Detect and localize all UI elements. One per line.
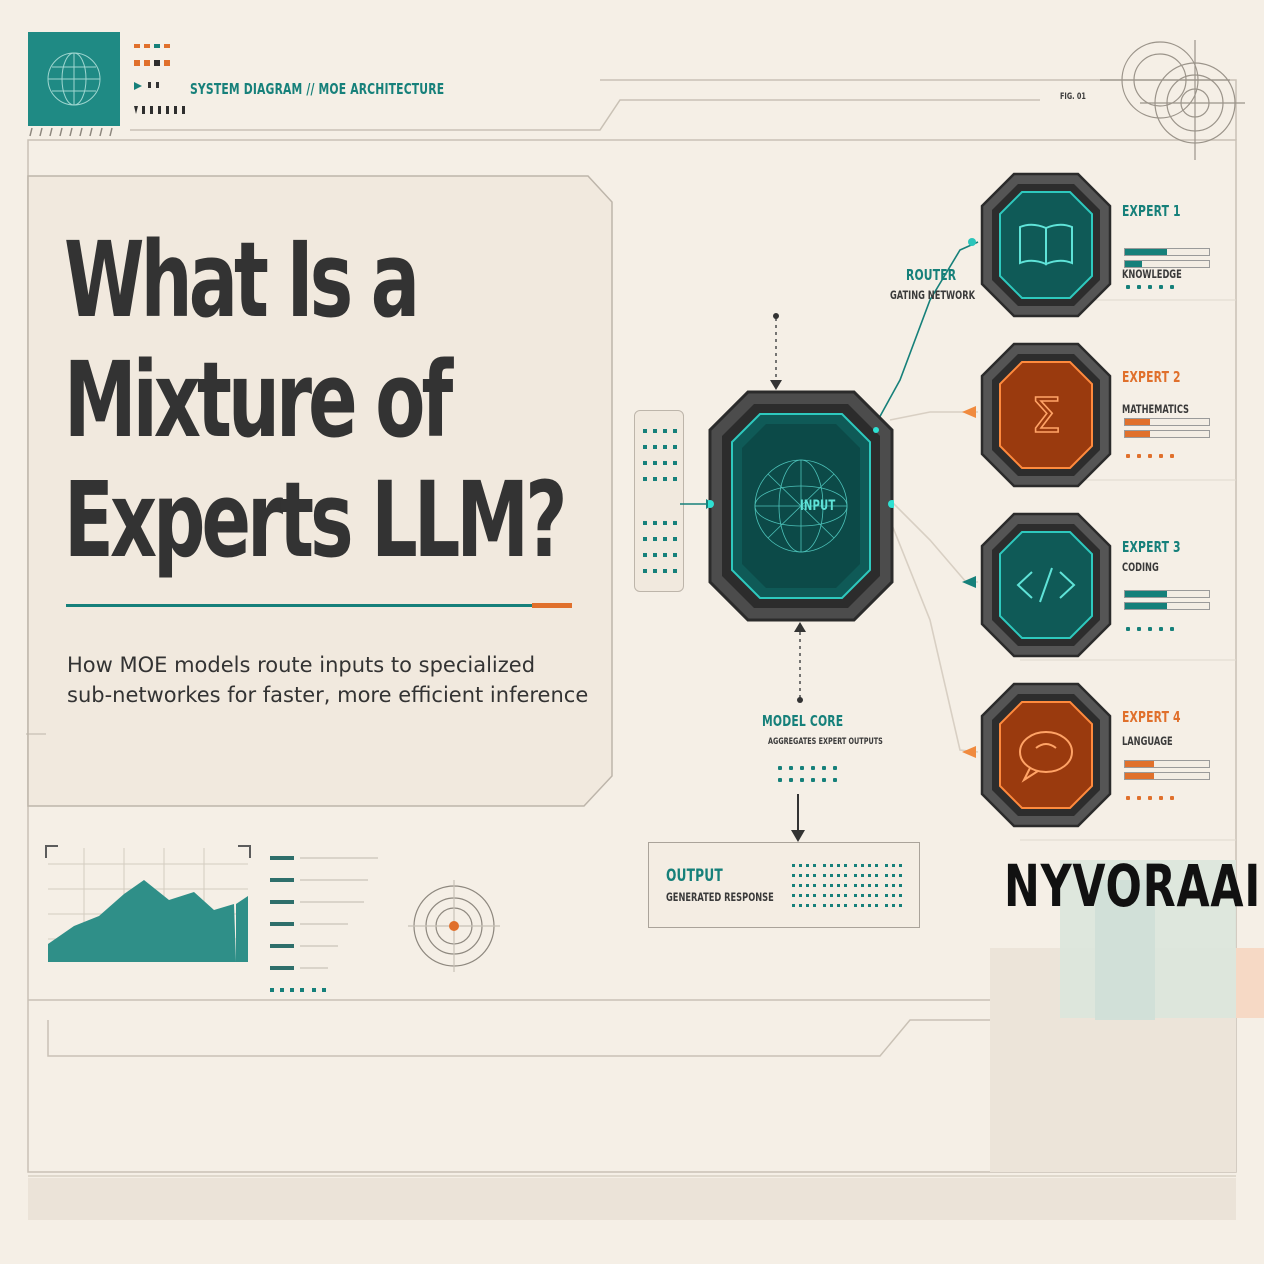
page-title-line-1: What Is a xyxy=(64,219,420,341)
expert-1-dots xyxy=(1126,285,1174,289)
input-node xyxy=(708,390,894,622)
expert-4-node xyxy=(980,682,1112,828)
expert-3-label: EXPERT 3 xyxy=(1122,538,1181,556)
model-core-label: MODEL CORE xyxy=(762,712,844,730)
book-icon xyxy=(1019,223,1073,266)
subtitle-line-2: sub-networkes for faster, more efficient… xyxy=(67,683,589,707)
subtitle-line-1: How MOE models route inputs to specializ… xyxy=(67,653,536,677)
expert-2-dots xyxy=(1126,454,1174,458)
output-dot-matrix xyxy=(792,864,902,907)
title-card-frame xyxy=(26,175,613,807)
dot-grid-panel xyxy=(634,410,684,592)
title-underline-accent xyxy=(532,603,572,608)
expert-1-label: EXPERT 1 xyxy=(1122,202,1181,220)
output-label: OUTPUT xyxy=(666,866,723,886)
model-core-dots-2 xyxy=(778,778,837,782)
output-box xyxy=(648,842,920,928)
expert-1-bar-1 xyxy=(1124,248,1210,256)
router-label: ROUTER xyxy=(906,266,957,284)
expert-4-bar-1 xyxy=(1124,760,1210,768)
sigma-icon: Σ xyxy=(1031,388,1061,444)
target-circle-icon xyxy=(408,880,500,972)
page-title-line-3: Experts LLM? xyxy=(64,459,568,581)
expert-2-sublabel: MATHEMATICS xyxy=(1122,402,1190,416)
brand-wordmark: NYVORAAI xyxy=(1004,852,1262,920)
expert-4-dots xyxy=(1126,796,1174,800)
legend-dash-list xyxy=(270,856,378,992)
expert-4-label: EXPERT 4 xyxy=(1122,708,1181,726)
page-title-line-2: Mixture of xyxy=(64,339,453,461)
code-icon xyxy=(1016,567,1076,603)
router-sublabel: GATING NETWORK xyxy=(890,288,975,302)
expert-3-node xyxy=(980,512,1112,658)
model-core-dots-1 xyxy=(778,766,837,770)
input-node-label: INPUT xyxy=(800,498,836,514)
expert-3-bar-2 xyxy=(1124,602,1210,610)
chat-bubble-icon xyxy=(1019,731,1073,783)
header-globe-icon xyxy=(28,32,120,126)
title-underline xyxy=(66,604,532,607)
expert-2-node: Σ xyxy=(980,342,1112,488)
expert-2-bar-1 xyxy=(1124,418,1210,426)
header-tick-marks xyxy=(29,127,113,137)
expert-1-node xyxy=(980,172,1112,318)
expert-2-label: EXPERT 2 xyxy=(1122,368,1181,386)
mini-chart-panel xyxy=(44,844,252,964)
header-small-marks xyxy=(134,44,185,114)
expert-3-dots xyxy=(1126,627,1174,631)
expert-1-sublabel: KNOWLEDGE xyxy=(1122,267,1182,281)
fig-label: FIG. 01 xyxy=(1060,92,1086,102)
expert-3-bar-1 xyxy=(1124,590,1210,598)
expert-1-bar-2 xyxy=(1124,260,1210,268)
output-sublabel: GENERATED RESPONSE xyxy=(666,890,774,904)
system-diagram-label: SYSTEM DIAGRAM // MOE ARCHITECTURE xyxy=(190,80,445,98)
expert-2-bar-2 xyxy=(1124,430,1210,438)
model-core-sublabel: AGGREGATES EXPERT OUTPUTS xyxy=(768,737,883,747)
expert-3-sublabel: CODING xyxy=(1122,560,1159,574)
expert-4-bar-2 xyxy=(1124,772,1210,780)
expert-4-sublabel: LANGUAGE xyxy=(1122,734,1173,748)
